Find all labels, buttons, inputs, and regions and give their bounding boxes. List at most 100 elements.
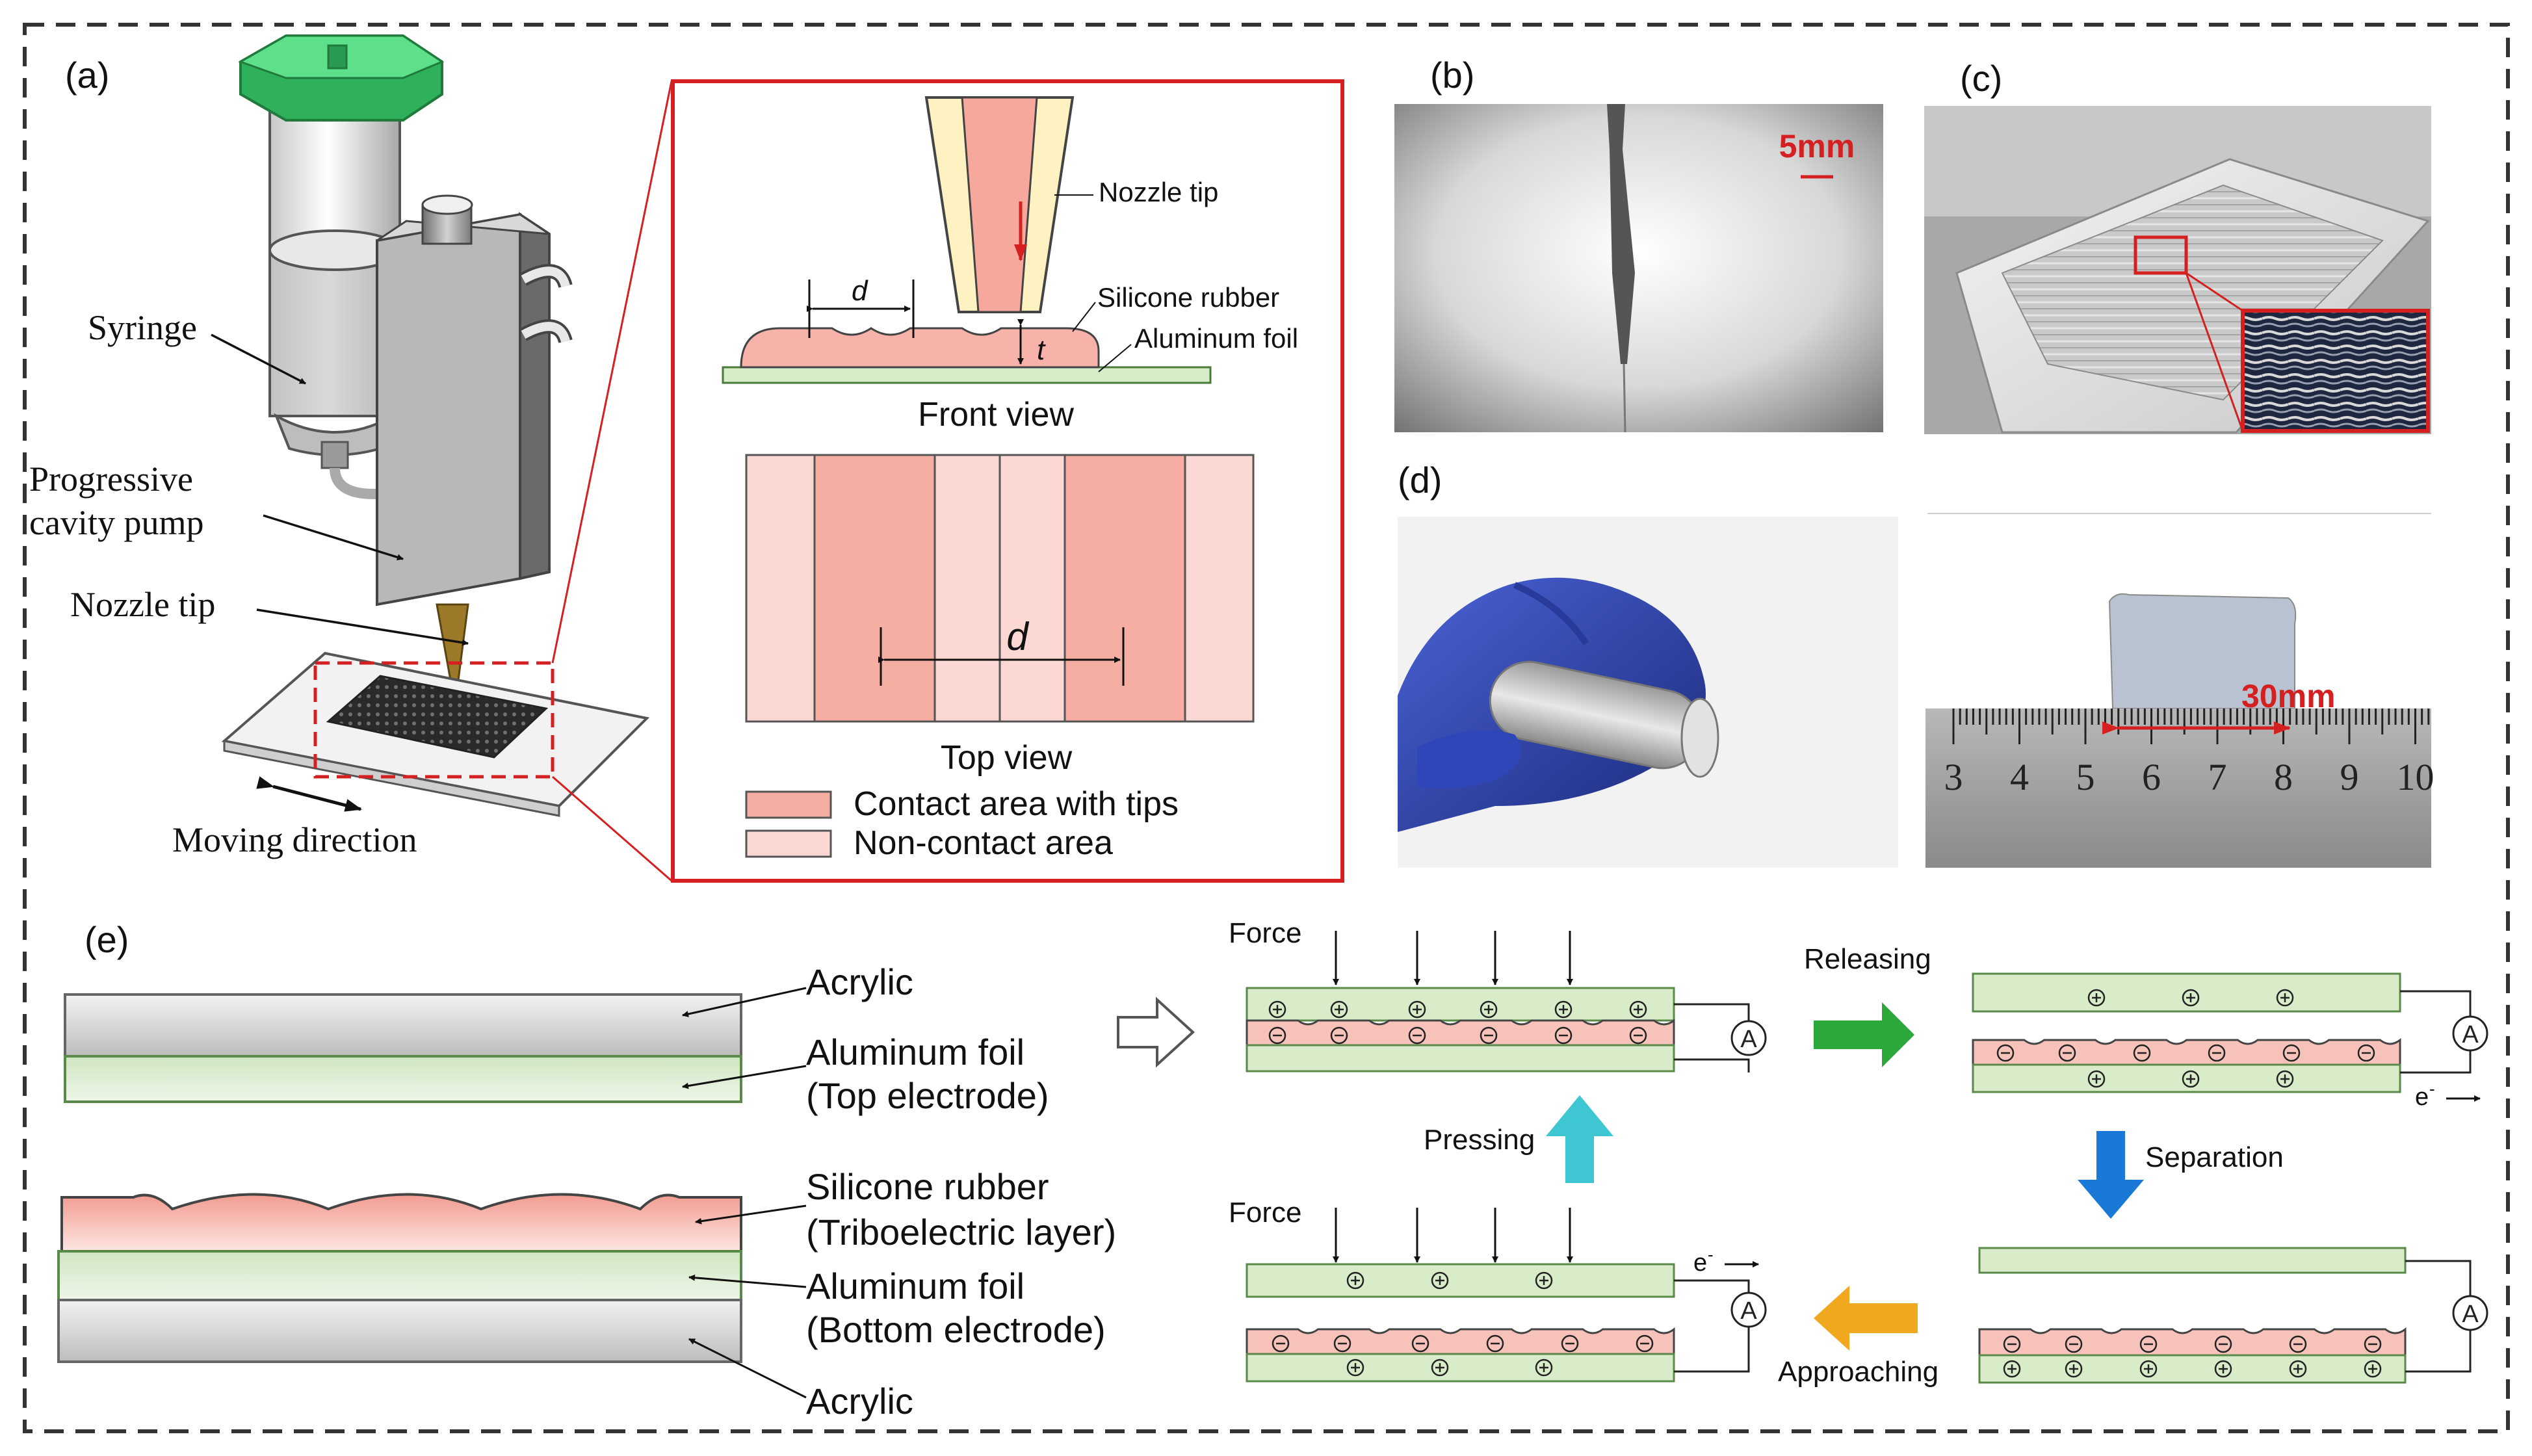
bottom-electrode [1246, 1044, 1675, 1072]
electron-label: e [1693, 1249, 1707, 1277]
positive-charge [2087, 1070, 2106, 1088]
inset-label-top-view: Top view [941, 739, 1073, 777]
top-electrode [1978, 1247, 2407, 1274]
positive-charge [1408, 1000, 1426, 1019]
negative-charge [1486, 1334, 1504, 1353]
triboelectric-layer [1972, 1037, 2401, 1066]
inset-d-label-front: d [852, 275, 868, 307]
circuit-wire [1674, 1279, 1750, 1294]
legend-contact-swatch [745, 790, 832, 819]
panel-b: (b) 5mm [1394, 55, 1883, 433]
inset-label-front-view: Front view [918, 396, 1074, 434]
negative-charge [1408, 1026, 1426, 1045]
releasing-arrow [1814, 1002, 1914, 1067]
fabric-zoom-inset [2241, 309, 2430, 433]
top-electrode [1972, 972, 2401, 1013]
circuit-wire [1674, 1058, 1750, 1072]
top-view-stripes [745, 454, 1255, 723]
label-moving-direction: Moving direction [172, 820, 417, 859]
top-electrode [1246, 1263, 1675, 1298]
scale-bar-30mm-label: 30mm [2241, 678, 2336, 714]
negative-charge [2133, 1044, 2151, 1062]
aluminum-top-layer [64, 1055, 742, 1103]
label-al-bottom-1: Aluminum foil [806, 1266, 1025, 1306]
negative-charge [1268, 1026, 1286, 1045]
panel-a-label: (a) [65, 55, 109, 96]
ruler-number: 3 [1944, 756, 1963, 798]
positive-charge [2065, 1360, 2083, 1378]
negative-charge [1411, 1334, 1429, 1353]
panel-c-label: (c) [1960, 58, 2002, 99]
label-acrylic-bottom: Acrylic [806, 1381, 913, 1422]
label-syringe: Syringe [88, 308, 197, 347]
approaching-arrow [1814, 1286, 1918, 1351]
nozzle-photo [1394, 104, 1883, 432]
zoom-region [313, 661, 555, 779]
bottom-electrode [1246, 1353, 1675, 1383]
circuit-wire [2405, 1260, 2472, 1297]
ruler-number: 9 [2340, 756, 2359, 798]
label-releasing: Releasing [1804, 943, 1931, 975]
ammeter-label: A [2462, 1021, 2479, 1048]
electron-superscript: - [1708, 1245, 1714, 1264]
ruler-number: 7 [2208, 756, 2227, 798]
negative-charge [2058, 1044, 2076, 1062]
separation-arrow [2078, 1131, 2144, 1219]
negative-charge [2357, 1044, 2375, 1062]
ammeter-label: A [1740, 1297, 1757, 1325]
top-electrode [1246, 987, 1675, 1022]
positive-charge [1431, 1271, 1449, 1290]
negative-charge [1636, 1334, 1654, 1353]
positive-charge [1535, 1271, 1553, 1290]
negative-charge [2065, 1335, 2083, 1353]
ammeter [1730, 1292, 1767, 1328]
label-acrylic-top: Acrylic [806, 961, 913, 1002]
label-pressing: Pressing [1424, 1124, 1535, 1156]
negative-charge [1272, 1334, 1290, 1353]
moving-direction-arrow [256, 776, 362, 812]
scale-bar-5mm-label: 5mm [1779, 128, 1855, 164]
triboelectric-layer [1978, 1327, 2407, 1357]
panel-b-label: (b) [1430, 55, 1474, 96]
ruler-number: 10 [2397, 756, 2434, 798]
ruler-number: 6 [2142, 756, 2161, 798]
negative-charge [2364, 1335, 2382, 1353]
circuit-wire [2405, 1329, 2472, 1373]
negative-charge [2289, 1335, 2307, 1353]
inset-label-silicone: Silicone rubber [1097, 282, 1279, 313]
positive-charge [2182, 989, 2200, 1007]
legend-noncontact-label: Non-contact area [854, 824, 1113, 862]
circuit-wire [2400, 1050, 2472, 1074]
negative-charge [2139, 1335, 2158, 1353]
ammeter [2452, 1015, 2488, 1052]
silicone-layer [60, 1193, 742, 1253]
negative-charge [2208, 1044, 2226, 1062]
label-al-bottom-2: (Bottom electrode) [806, 1309, 1106, 1350]
positive-charge [1346, 1271, 1364, 1290]
inset-label-nozzle-tip: Nozzle tip [1099, 177, 1218, 207]
panel-a-inset: d t Nozzle tip Silicone rubber Aluminum … [671, 79, 1344, 883]
ammeter-label: A [2462, 1301, 2479, 1328]
label-pump-line1: Progressive [29, 460, 193, 499]
inset-d-label-top: d [1006, 615, 1029, 658]
negative-charge [1996, 1044, 2015, 1062]
circuit-wire [2400, 990, 2472, 1017]
bottom-electrode [1978, 1354, 2407, 1384]
legend-noncontact-swatch [745, 829, 832, 858]
label-al-top-1: Aluminum foil [806, 1032, 1025, 1072]
ruler-number: 8 [2274, 756, 2293, 798]
positive-charge [1330, 1000, 1348, 1019]
panel-a: (a) [29, 34, 1344, 883]
positive-charge [1480, 1000, 1498, 1019]
negative-charge [2282, 1044, 2301, 1062]
label-silicone-1: Silicone rubber [806, 1166, 1049, 1207]
negative-charge [1330, 1026, 1348, 1045]
progressive-cavity-pump-illustration [376, 194, 573, 708]
ruler [1925, 708, 2431, 868]
label-pump-line2: cavity pump [29, 503, 203, 542]
acrylic-top-layer [64, 993, 742, 1058]
ammeter-label: A [1740, 1026, 1757, 1053]
positive-charge [2003, 1360, 2021, 1378]
positive-charge [2182, 1070, 2200, 1088]
ruler-number: 5 [2076, 756, 2095, 798]
